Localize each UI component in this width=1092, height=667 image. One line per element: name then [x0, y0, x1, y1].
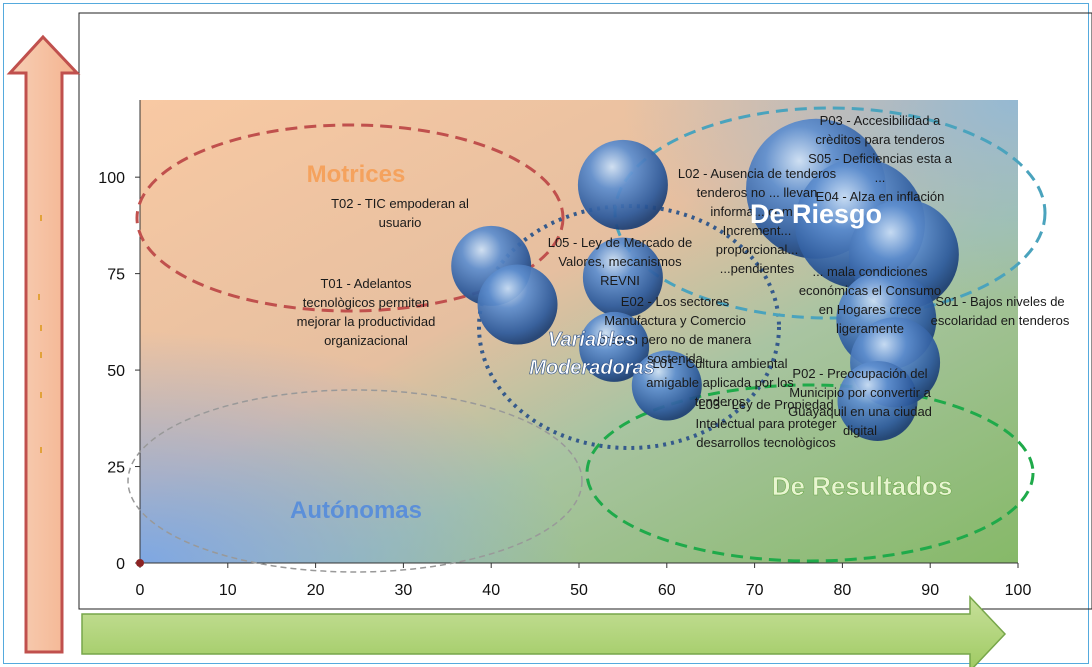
annotation-line: digital	[843, 423, 877, 438]
annotation-line: ... mala condiciones	[813, 264, 928, 279]
annotation-line: organizacional	[324, 333, 408, 348]
annotation-line: S01 - Bajos niveles de	[935, 294, 1064, 309]
y-tick-label: 75	[107, 267, 125, 284]
bubbles	[136, 118, 959, 567]
annotation-line: L02 - Ausencia de tenderos	[678, 166, 837, 181]
x-tick-label: 80	[834, 582, 852, 599]
x-tick-label: 0	[136, 582, 145, 599]
annotation-line: en Hogares crece	[819, 302, 922, 317]
arrow-mark	[40, 447, 42, 453]
annotation-line: Municipio por convertir a	[789, 385, 931, 400]
x-tick-label: 40	[482, 582, 500, 599]
autonomas-ellipse	[127, 389, 583, 573]
annotation-line: proporcional...	[716, 242, 798, 257]
x-tick-label: 60	[658, 582, 676, 599]
region-label-riesgo: De Riesgo	[750, 199, 882, 229]
arrow-mark	[40, 215, 42, 221]
annotation-l01: L01 - Cultura ambiental amigable aplicada…	[646, 356, 794, 409]
x-tick-label: 10	[219, 582, 237, 599]
bubble	[579, 311, 650, 382]
chart-frame	[3, 3, 1089, 664]
arrow-mark	[38, 294, 40, 300]
bubble	[477, 264, 558, 345]
annotation-line: Valores, mecanismos	[558, 254, 682, 269]
bubble	[631, 350, 702, 421]
annotation-line: E02 - Los sectores	[621, 294, 730, 309]
x-tick-label: 90	[921, 582, 939, 599]
annotation-line: Guayaquil en una ciudad	[788, 404, 932, 419]
annotation-line: amigable aplicada por los	[646, 375, 794, 390]
annotation-line: Intelectual para proteger	[696, 416, 838, 431]
annotation-line: tenderos	[695, 394, 746, 409]
annotation-line: ...pendientes	[720, 261, 795, 276]
annotation-line: E04 - Alza en inflación	[816, 189, 945, 204]
region-label-moderadoras: Moderadoras	[529, 357, 655, 379]
annotation-p03: P03 - Accesibilidad a crèditos para tende…	[808, 113, 953, 204]
annotation-line: L05 - Ley de Mercado de	[548, 235, 693, 250]
y-tick-label: 25	[107, 460, 125, 477]
annotation-line: crecen pero no de manera	[599, 332, 752, 347]
annotation-line: ...	[875, 170, 886, 185]
motrices-ellipse	[135, 123, 565, 313]
annotation-line: económicas el Consumo	[799, 283, 941, 298]
x-tick-label: 30	[395, 582, 413, 599]
annotation-s01: S01 - Bajos niveles de escolaridad en ten…	[931, 294, 1070, 328]
annotation-l02: L02 - Ausencia de tenderos tenderos no ..…	[678, 166, 837, 276]
region-label-resultados: De Resultados	[772, 471, 953, 501]
annotation-line: escolaridad en tenderos	[931, 313, 1070, 328]
bubble	[582, 237, 663, 318]
annotation-line: sostenida	[647, 351, 703, 366]
annotation-line: REVNI	[600, 273, 640, 288]
annotation-line: tenderos no ... llevan	[697, 185, 818, 200]
region-label-moderadoras: Variables	[548, 329, 636, 351]
annotation-line: Increment...	[723, 223, 792, 238]
annotation-line: P03 - Accesibilidad a	[820, 113, 941, 128]
annotation-e05: ... mala condiciones económicas el Consum…	[799, 264, 941, 336]
vertical-arrow	[6, 34, 81, 654]
annotation-t01: T01 - Adelantos tecnològicos permiten mejo…	[297, 276, 436, 348]
annotation-line: desarrollos tecnològicos	[696, 435, 836, 450]
annotation-line: T01 - Adelantos	[320, 276, 412, 291]
arrow-mark	[40, 352, 42, 358]
annotation-line: crèditos para tenderos	[815, 132, 945, 147]
annotation-line: Manufactura y Comercio	[604, 313, 746, 328]
y-tick-label: 50	[107, 363, 125, 380]
annotation-line: mejorar la productividad	[297, 314, 436, 329]
x-tick-label: 20	[307, 582, 325, 599]
annotation-line: ligeramente	[836, 321, 904, 336]
bubble	[837, 360, 918, 441]
annotation-t02: T02 - TIC empoderan al usuario	[331, 196, 469, 230]
x-tick-label: 50	[570, 582, 588, 599]
y-tick-label: 0	[116, 556, 125, 573]
annotation-line: T02 - TIC empoderan al	[331, 196, 469, 211]
annotation-line: P02 - Preocupación del	[792, 366, 927, 381]
resultados-ellipse	[585, 383, 1035, 563]
arrow-mark	[40, 325, 42, 331]
x-tick-label: 70	[746, 582, 764, 599]
chart-box	[78, 12, 1092, 610]
annotation-line: informa... com...	[710, 204, 803, 219]
region-label-autonomas: Autónomas	[290, 497, 422, 524]
arrow-mark	[40, 392, 42, 398]
y-tick-label: 100	[98, 170, 125, 187]
horizontal-arrow	[81, 595, 1007, 667]
annotation-line: usuario	[379, 215, 422, 230]
bubble	[577, 139, 668, 230]
annotation-line: S05 - Deficiencias esta a	[808, 151, 953, 166]
region-label-motrices: Motrices	[307, 161, 406, 188]
annotation-line: L03 - Ley de Propiedad	[698, 397, 833, 412]
origin-point	[136, 559, 144, 567]
x-tick-label: 100	[1005, 582, 1032, 599]
annotation-l05: L05 - Ley de Mercado de Valores, mecanism…	[548, 235, 693, 288]
annotation-line: L01 - Cultura ambiental	[652, 356, 787, 371]
annotation-line: tecnològicos permiten	[303, 295, 429, 310]
